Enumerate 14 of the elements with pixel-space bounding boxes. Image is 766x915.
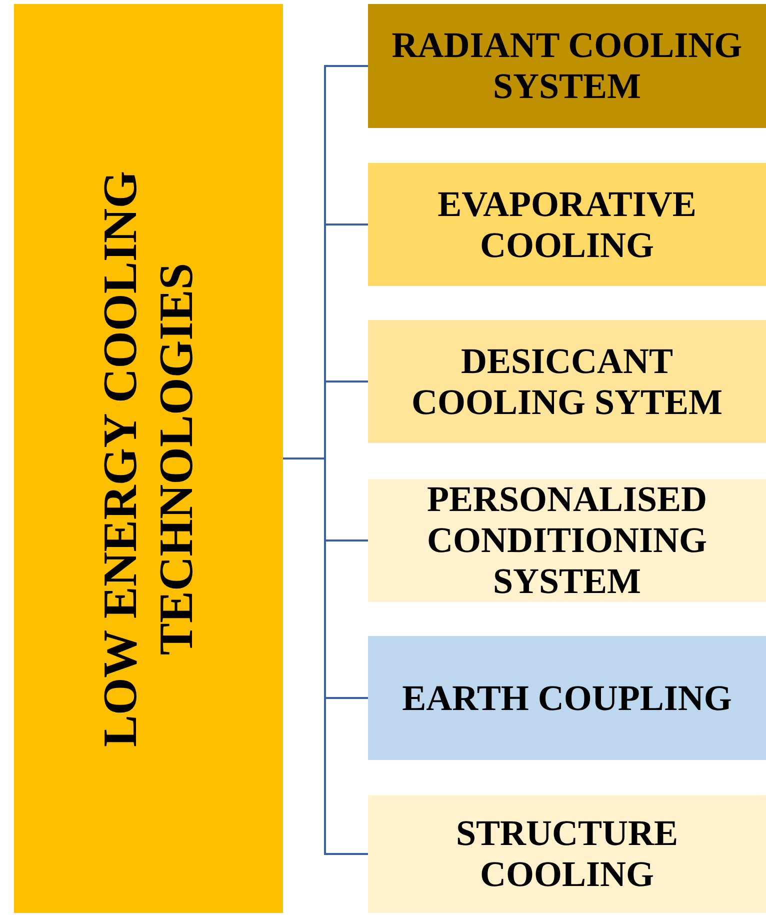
technology-label: RADIANT COOLING SYSTEM xyxy=(390,25,744,107)
technology-box xyxy=(368,479,766,602)
technology-label: STRUCTURE COOLING xyxy=(454,813,680,895)
technology-label: DESICCANT COOLING SYTEM xyxy=(410,340,724,422)
technology-label: PERSONALISED CONDITIONING SYSTEM xyxy=(426,479,708,602)
category-title: LOW ENERGY COOLING TECHNOLOGIES xyxy=(92,169,204,749)
technology-box xyxy=(368,636,766,760)
technology-label: EARTH COUPLING xyxy=(401,678,733,718)
technology-label: EVAPORATIVE COOLING xyxy=(436,184,698,266)
technology-box xyxy=(368,795,766,913)
technology-box xyxy=(368,163,766,286)
technology-box xyxy=(368,4,766,128)
category-box xyxy=(14,4,283,913)
technology-box xyxy=(368,320,766,443)
